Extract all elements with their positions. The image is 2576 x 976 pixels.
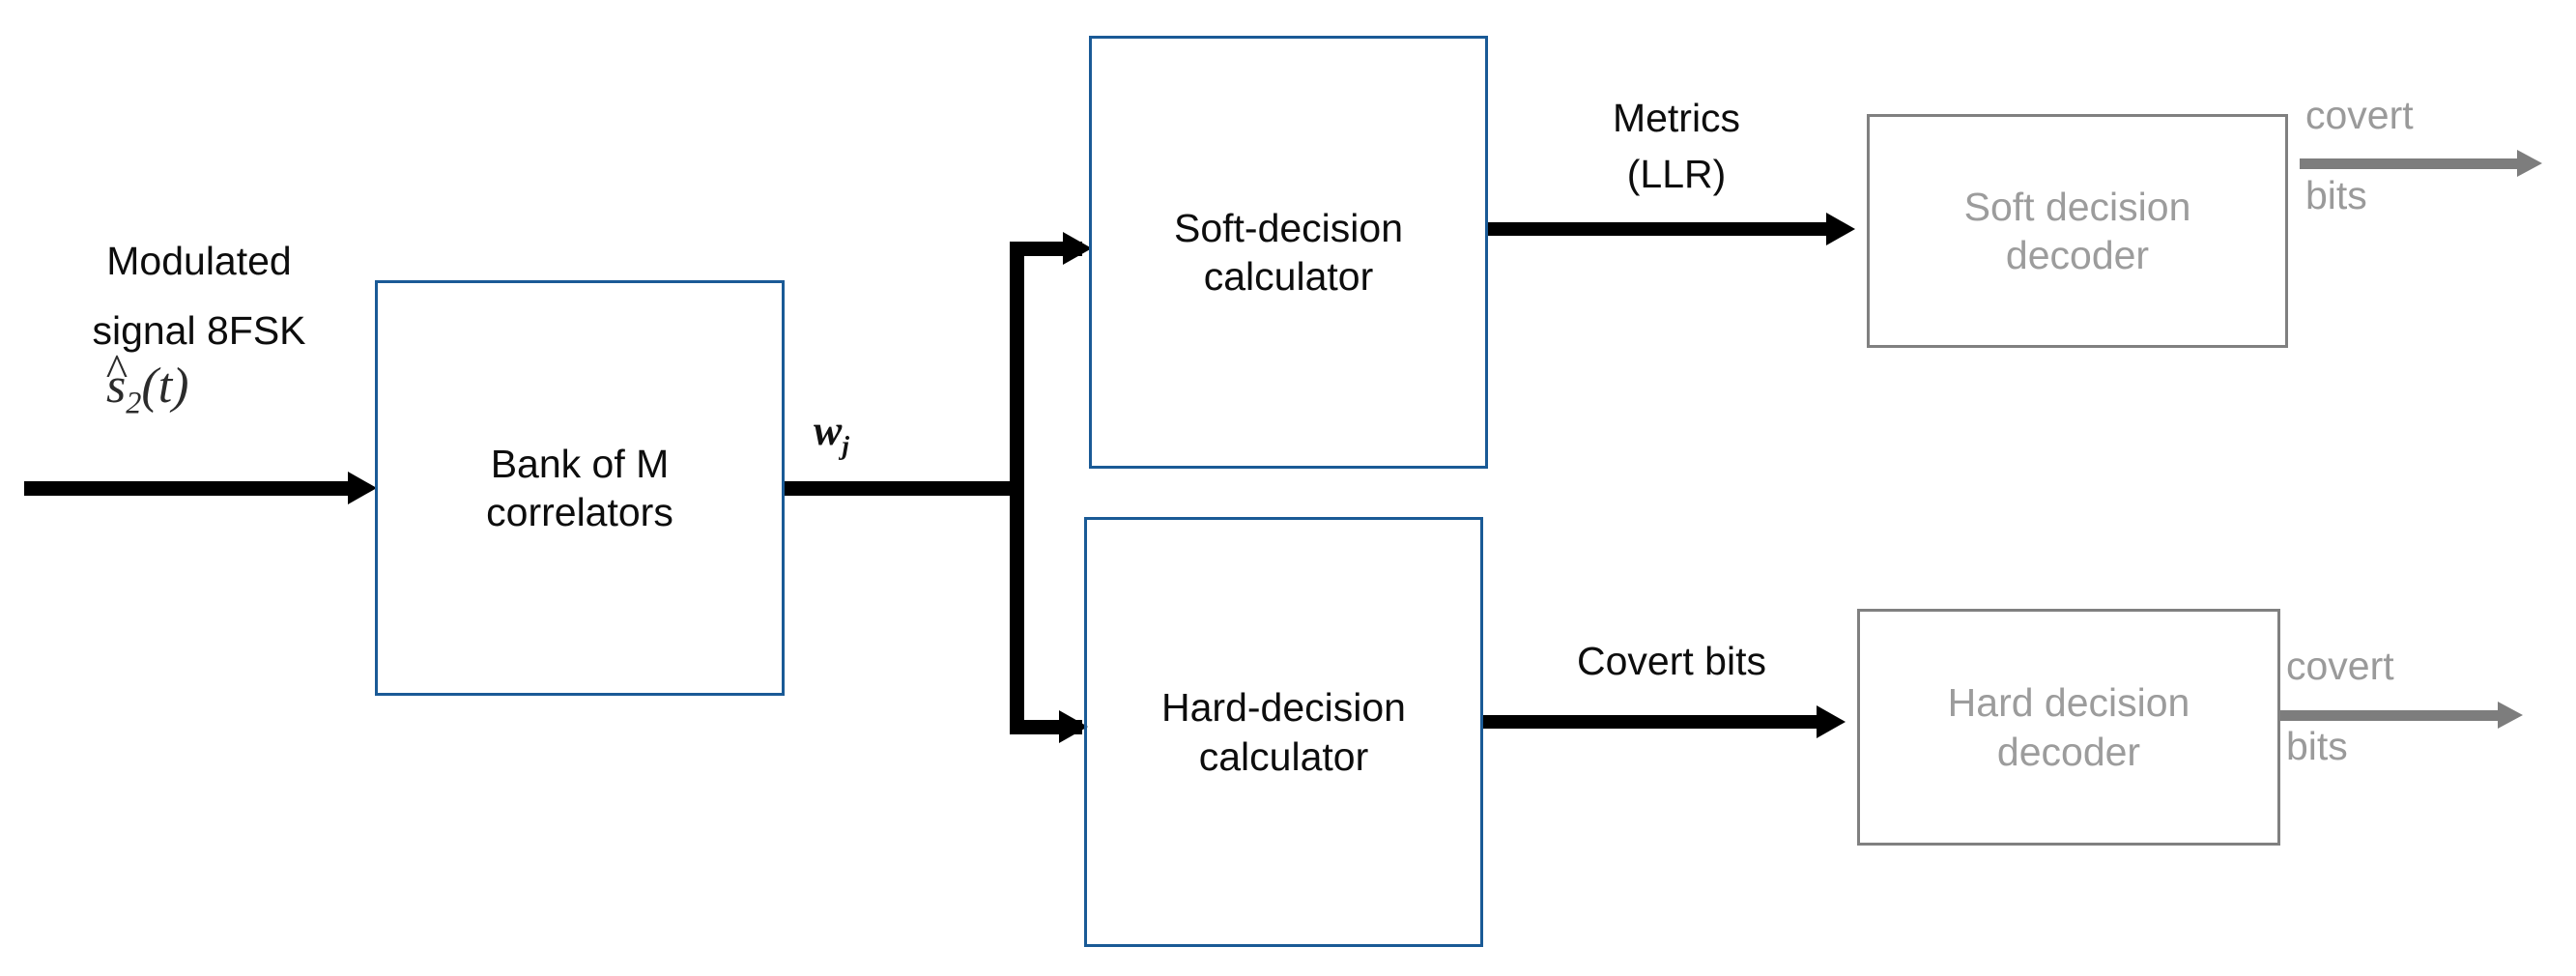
- math-arg: (t): [141, 359, 189, 414]
- covert-bits-arrow-head: [1817, 705, 1846, 738]
- output-hard-arrow-line: [2280, 710, 2503, 721]
- block-bank-of-correlators-text: Bank of M correlators: [486, 440, 673, 536]
- block-soft-decision-calculator-text: Soft-decision calculator: [1174, 204, 1403, 301]
- block-hard-decision-decoder-text: Hard decision decoder: [1948, 678, 2190, 775]
- block-hard-decision-calculator-text: Hard-decision calculator: [1161, 683, 1406, 780]
- input-arrow-head: [348, 472, 377, 504]
- output-soft-label-line1: covert: [2305, 93, 2414, 137]
- metrics-arrow-head: [1826, 213, 1855, 245]
- block-hard-decision-calculator-line1: Hard-decision: [1161, 685, 1406, 731]
- block-soft-decision-calculator[interactable]: Soft-decision calculator: [1089, 36, 1488, 469]
- block-hard-decision-decoder[interactable]: Hard decision decoder: [1857, 609, 2280, 846]
- block-hard-decision-calculator[interactable]: Hard-decision calculator: [1084, 517, 1483, 947]
- input-arrow-line: [24, 481, 353, 496]
- block-soft-decision-calculator-line2: calculator: [1203, 254, 1374, 299]
- signal-metrics-line1: Metrics: [1612, 96, 1741, 140]
- block-hard-decision-decoder-line2: decoder: [1996, 729, 2141, 774]
- output-hard-label-line2: bits: [2286, 724, 2348, 768]
- branch-lower-arrow-head: [1059, 710, 1088, 743]
- signal-label-wj-sub: j: [842, 430, 849, 460]
- signal-covert-bits-label: Covert bits: [1577, 639, 1766, 683]
- math-hat: ^: [105, 344, 129, 396]
- metrics-arrow-line: [1488, 222, 1831, 236]
- block-bank-of-correlators-line1: Bank of M: [490, 441, 670, 486]
- block-bank-of-correlators[interactable]: Bank of M correlators: [375, 280, 785, 696]
- input-label-line2: signal 8FSK: [92, 308, 306, 353]
- math-s: s: [106, 359, 127, 414]
- output-hard-label-line1: covert: [2286, 644, 2394, 688]
- output-soft-arrow-head: [2517, 150, 2542, 177]
- signal-label-wj-base: w: [814, 407, 843, 454]
- input-math-symbol: ^s2(t): [106, 345, 189, 420]
- block-hard-decision-decoder-line1: Hard decision: [1947, 680, 2190, 726]
- block-soft-decision-decoder-line1: Soft decision: [1963, 184, 2191, 229]
- signal-label-wj: wj: [814, 406, 849, 461]
- block-soft-decision-calculator-line1: Soft-decision: [1173, 205, 1403, 250]
- output-soft-label-line2: bits: [2305, 173, 2367, 217]
- math-subscript: 2: [126, 385, 142, 420]
- block-soft-decision-decoder-text: Soft decision decoder: [1964, 183, 2191, 279]
- block-soft-decision-decoder[interactable]: Soft decision decoder: [1867, 114, 2288, 348]
- branch-trunk-line: [1010, 242, 1024, 734]
- input-label-line1: Modulated: [106, 239, 292, 283]
- branch-upper-arrow-head: [1063, 232, 1092, 265]
- output-hard-arrow-head: [2498, 702, 2523, 729]
- block-bank-of-correlators-line2: correlators: [486, 490, 673, 534]
- block-hard-decision-calculator-line2: calculator: [1198, 733, 1369, 779]
- correlator-output-line: [785, 481, 1024, 496]
- output-soft-arrow-line: [2300, 158, 2522, 169]
- block-soft-decision-decoder-line2: decoder: [2005, 233, 2150, 277]
- signal-metrics-line2: (LLR): [1626, 152, 1727, 196]
- covert-bits-arrow-line: [1483, 715, 1821, 729]
